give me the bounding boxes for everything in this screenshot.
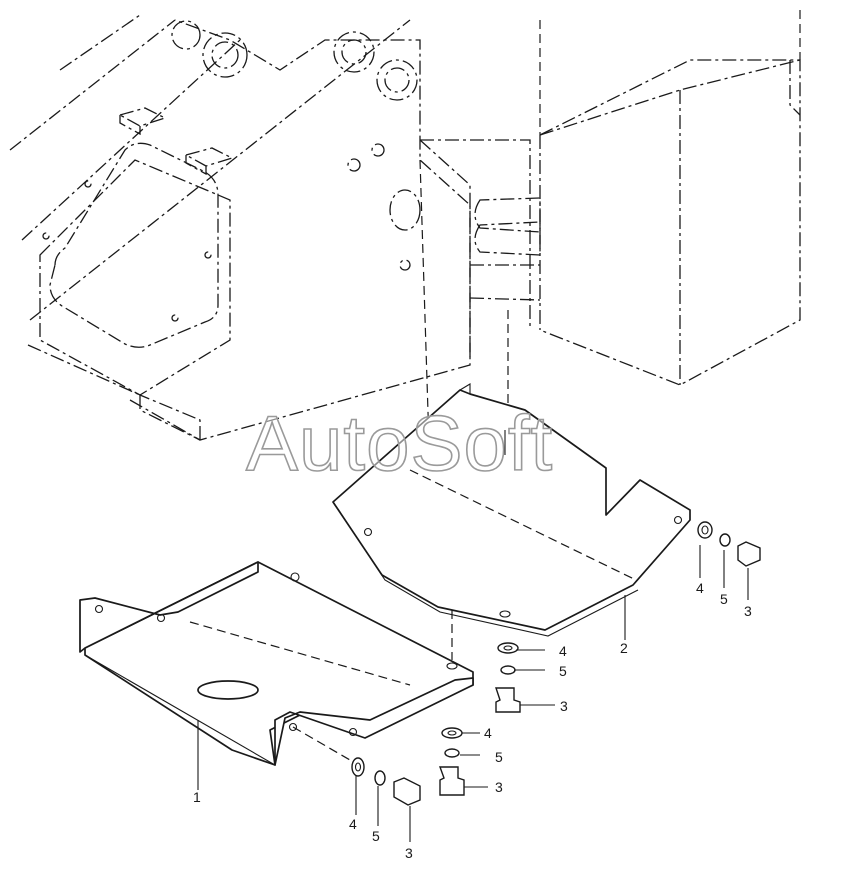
callout-labels: 1 2 3 3 3 3 4 4 4 4 5 5 5 5: [193, 580, 752, 861]
callout-part-5: 5: [495, 749, 503, 765]
callout-part-4: 4: [696, 580, 704, 596]
lock-washer-icon: [374, 770, 386, 786]
lock-washer-icon: [444, 748, 460, 758]
callout-part-3: 3: [744, 603, 752, 619]
bolt-icon: [495, 687, 521, 713]
washer-icon: [441, 727, 463, 739]
machine-frame-phantom: [9, 10, 801, 660]
fastener-set-right: [697, 521, 761, 567]
callout-part-5: 5: [372, 828, 380, 844]
callout-part-2: 2: [620, 640, 628, 656]
fastener-set-middle: [495, 642, 521, 713]
callout-part-4: 4: [484, 725, 492, 741]
callout-part-3: 3: [560, 698, 568, 714]
fastener-set-left: [351, 757, 421, 806]
washer-icon: [697, 521, 713, 539]
lock-washer-icon: [719, 533, 731, 547]
callout-part-3: 3: [405, 845, 413, 861]
callout-part-3: 3: [495, 779, 503, 795]
bolt-icon: [737, 541, 761, 567]
bolt-icon: [393, 777, 421, 806]
leader-lines: [197, 545, 749, 842]
washer-icon: [497, 642, 519, 654]
guard-plate-lower: [79, 561, 474, 766]
washer-icon: [351, 757, 365, 777]
lock-washer-icon: [500, 665, 516, 675]
fastener-set-lower: [439, 727, 465, 796]
watermark-text: AutoSoft: [246, 399, 553, 487]
callout-part-4: 4: [349, 816, 357, 832]
callout-part-4: 4: [559, 643, 567, 659]
callout-part-5: 5: [720, 591, 728, 607]
bolt-icon: [439, 766, 465, 796]
guard-plate-upper: [332, 383, 691, 637]
callout-part-1: 1: [193, 789, 201, 805]
callout-part-5: 5: [559, 663, 567, 679]
